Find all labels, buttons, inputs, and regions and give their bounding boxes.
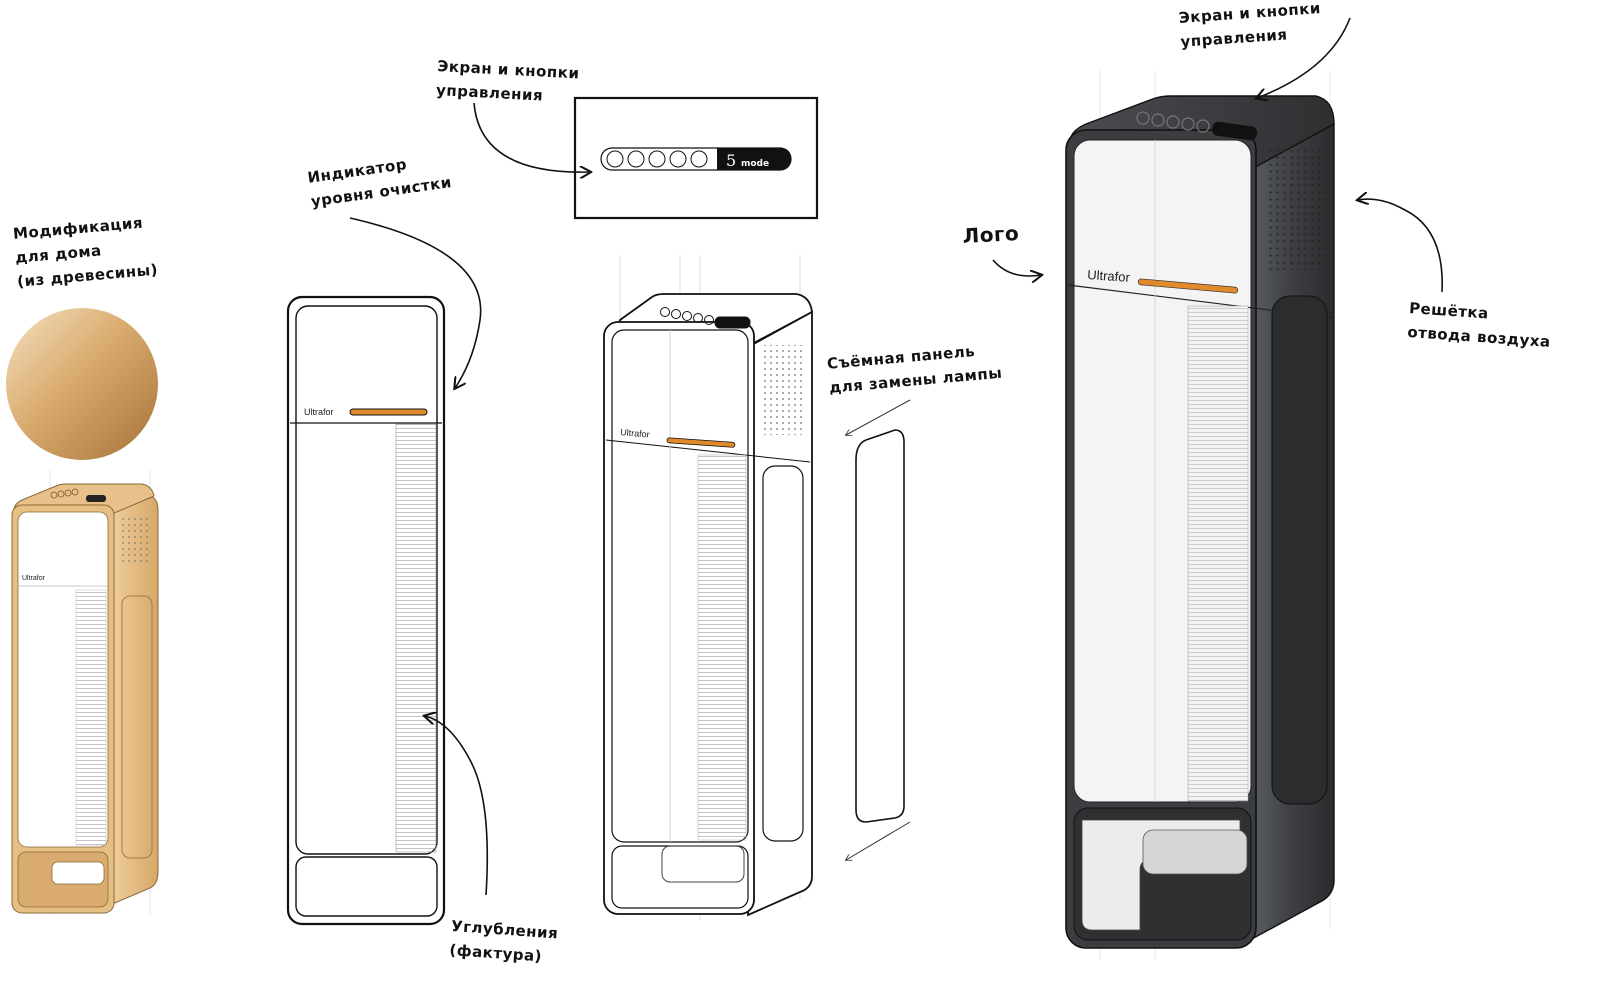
iso-logo-text: Ultrafor — [620, 427, 650, 440]
purifier-iso-outline — [603, 255, 813, 920]
dark-logo-text: Ultrafor — [1087, 267, 1131, 285]
purifier-wood: Ultrafor — [11, 470, 159, 915]
removable-panel — [846, 399, 911, 860]
wood-logo-text: Ultrafor — [22, 575, 46, 582]
label-home-modification: Модификация для дома (из древесины) — [12, 210, 159, 294]
purifier-front-view — [286, 295, 446, 926]
label-air-grille: Решётка отвода воздуха — [1407, 296, 1553, 354]
annotation-arrows — [349, 17, 1443, 896]
front-logo-text: Ultrafor — [304, 407, 334, 417]
label-texture: Углубления (фактура) — [449, 914, 559, 969]
wood-swatch — [6, 308, 158, 460]
label-logo-text: Лого — [962, 221, 1020, 248]
purifier-dark — [1065, 70, 1335, 960]
mode-label: mode — [741, 159, 769, 169]
control-panel-closeup: 5 mode — [573, 96, 819, 220]
mode-number: 5 — [726, 151, 736, 170]
label-logo: Лого — [962, 221, 1020, 248]
label-screen-buttons-mid: Экран и кнопки управления — [435, 54, 580, 109]
